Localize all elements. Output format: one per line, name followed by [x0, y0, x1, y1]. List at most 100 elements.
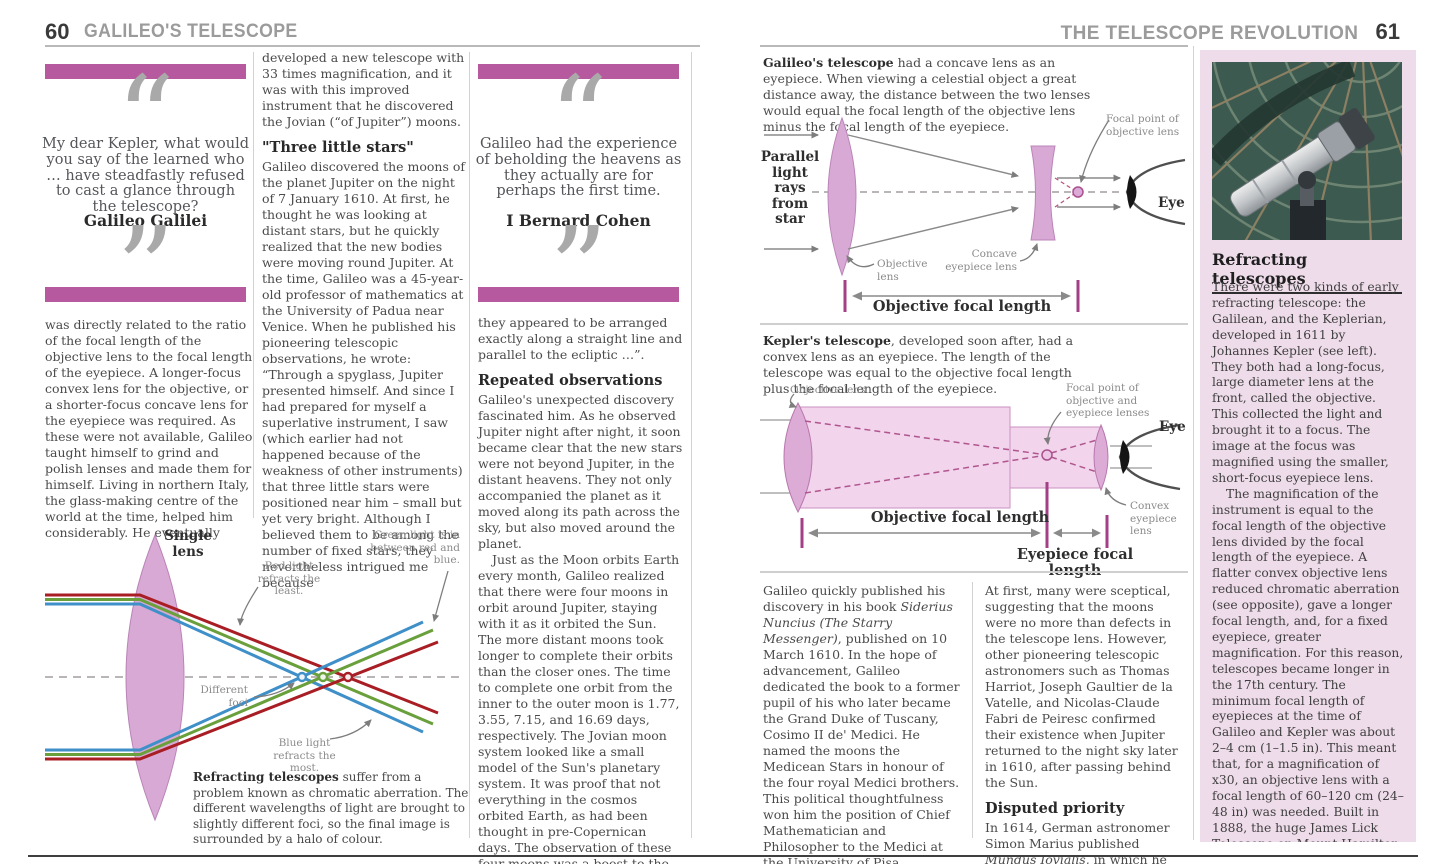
single-lens-label: Single lens: [164, 528, 212, 560]
section-rule: [760, 323, 1188, 325]
intro-text: had a concave lens as an eyepiece. When …: [763, 55, 1091, 134]
page-bottom-edge: [28, 855, 1418, 857]
column-divider: [253, 52, 254, 518]
page-gutter-divider: [691, 52, 692, 838]
right-column-a: Galileo quickly published his discovery …: [763, 583, 965, 864]
arrowhead: [852, 291, 862, 301]
column-3-body: they appeared to be arranged exactly alo…: [478, 315, 683, 864]
paragraph: was directly related to the ratio of the…: [45, 317, 253, 540]
blue-ray-bottom: [45, 620, 424, 752]
eyepiece-lens-label: Convex eyepiece lens: [1130, 500, 1177, 537]
paragraph: developed a new telescope with 33 times …: [262, 50, 465, 129]
focal-point-label-arrow: [1043, 411, 1062, 445]
focal-point: [1041, 449, 1053, 461]
sidebar-divider: [1193, 46, 1194, 840]
telescope-tube-narrow: [1009, 426, 1103, 489]
left-page-number: 60: [45, 19, 70, 44]
red-ray-bottom: [45, 640, 439, 761]
focal-point-label: Focal point of objective and eyepiece le…: [1066, 382, 1150, 419]
right-header: THE TELESCOPE REVOLUTION 61: [800, 19, 1400, 45]
quote-bar-top: [478, 64, 679, 79]
right-column-b: At first, many were sceptical, suggestin…: [985, 583, 1187, 864]
pull-quote-text: My dear Kepler, what would you say of th…: [42, 136, 250, 216]
book-title-italic: Mundus Iovialis: [985, 852, 1086, 864]
intro-text: , developed soon after, had a convex len…: [763, 333, 1074, 396]
objective-label-arrow: [846, 255, 875, 268]
quote-bar-bottom: [45, 287, 246, 302]
arrowhead: [808, 528, 818, 538]
arrowhead: [1053, 528, 1062, 538]
chromatic-aberration-diagram: [45, 533, 462, 822]
left-page-title: GALILEO'S TELESCOPE: [84, 21, 298, 42]
objective-lens-label: Objective lens: [790, 384, 866, 396]
foci-label-arrow: [253, 682, 295, 698]
red-light-label: Red light refracts the least.: [257, 560, 321, 597]
close-quote-mark: ”: [116, 203, 175, 337]
paragraph: The magnification of the instrument is e…: [1212, 486, 1404, 842]
objective-lens-shape: [783, 401, 813, 514]
blue-focus-point: [296, 671, 308, 683]
section-heading: "Three little stars": [262, 139, 414, 156]
telescope-mount: [1290, 171, 1326, 240]
quote-bar-top: [45, 64, 246, 79]
blue-label-arrow: [329, 719, 372, 740]
eye-icon: [1125, 158, 1186, 226]
text-run: Galileo quickly published his discovery …: [763, 583, 946, 614]
pull-quote-attribution: I Bernard Cohen: [506, 211, 651, 230]
paragraph: Galileo quickly published his discovery …: [763, 583, 965, 864]
eye-label: Eye: [1159, 419, 1186, 435]
green-ray-bottom: [45, 628, 434, 756]
book-title-italic: Siderius Nuncius (The Starry Messenger): [763, 599, 953, 646]
paragraph: There were two kinds of early refracting…: [1212, 280, 1399, 485]
intro-lead: Galileo's telescope: [763, 55, 894, 70]
objective-focal-length-label: Objective focal length: [870, 509, 1050, 526]
galileo-diagram-intro: Galileo's telescope had a concave lens a…: [763, 55, 1098, 135]
focal-point-label-arrow: [1079, 119, 1110, 183]
eye-icon: [1118, 423, 1181, 491]
focal-point-label: Focal point of objective lens: [1106, 113, 1180, 138]
aberration-caption: Refracting telescopes suffer from a prob…: [193, 770, 471, 848]
red-focus-point: [342, 671, 354, 683]
objective-lens-label: Objective lens: [877, 258, 928, 283]
green-light-label: Green light is in between red and blue.: [370, 529, 460, 566]
pull-quote-attribution: Galileo Galilei: [83, 211, 208, 230]
left-header-rule: [45, 45, 700, 47]
parallel-light-label: Parallel light rays from star: [760, 149, 820, 227]
internal-ray: [1050, 456, 1098, 473]
quote-bar-bottom: [478, 287, 679, 302]
single-lens-shape: [125, 533, 185, 822]
eye-label: Eye: [1158, 195, 1185, 211]
paragraph: they appeared to be arranged exactly alo…: [478, 315, 683, 362]
right-page-number: 61: [1375, 19, 1400, 44]
red-ray-top: [45, 593, 439, 715]
arrowhead: [1061, 291, 1071, 301]
converging-ray: [847, 206, 1019, 250]
converging-ray: [847, 134, 1019, 178]
internal-ray: [1050, 439, 1098, 454]
column-divider: [469, 52, 470, 838]
focal-point: [1072, 186, 1084, 198]
paragraph: Galileo's unexpected discovery fascinate…: [478, 392, 683, 551]
caption-lead: Refracting telescopes: [193, 770, 339, 784]
objective-lens-shape: [827, 116, 857, 277]
pull-quote-text: Galileo had the experience of beholding …: [475, 136, 682, 200]
paragraph: In 1614, German astronomer Simon Marius …: [985, 820, 1187, 864]
eyepiece-focal-length-label: Eyepiece focal length: [1016, 546, 1134, 579]
galileo-telescope-diagram: [764, 116, 1186, 312]
red-label-arrow: [237, 586, 259, 626]
intro-lead: Kepler's telescope: [763, 333, 891, 348]
eyepiece-label-arrow: [1104, 487, 1127, 506]
green-label-arrow: [432, 570, 449, 622]
column-divider: [972, 582, 973, 838]
sidebar-body: There were two kinds of early refracting…: [1212, 280, 1405, 842]
arrowhead: [1031, 528, 1041, 538]
paragraph: Just as the Moon orbits Earth every mont…: [478, 552, 680, 864]
section-heading: Repeated observations: [478, 372, 663, 389]
column-1-body: was directly related to the ratio of the…: [45, 317, 253, 541]
section-heading: Disputed priority: [985, 800, 1125, 817]
right-page-title: THE TELESCOPE REVOLUTION: [1060, 23, 1359, 44]
telescope-tube: [1230, 108, 1375, 217]
column-2-body: developed a new telescope with 33 times …: [262, 50, 465, 591]
paragraph: Galileo discovered the moons of the plan…: [262, 159, 466, 590]
